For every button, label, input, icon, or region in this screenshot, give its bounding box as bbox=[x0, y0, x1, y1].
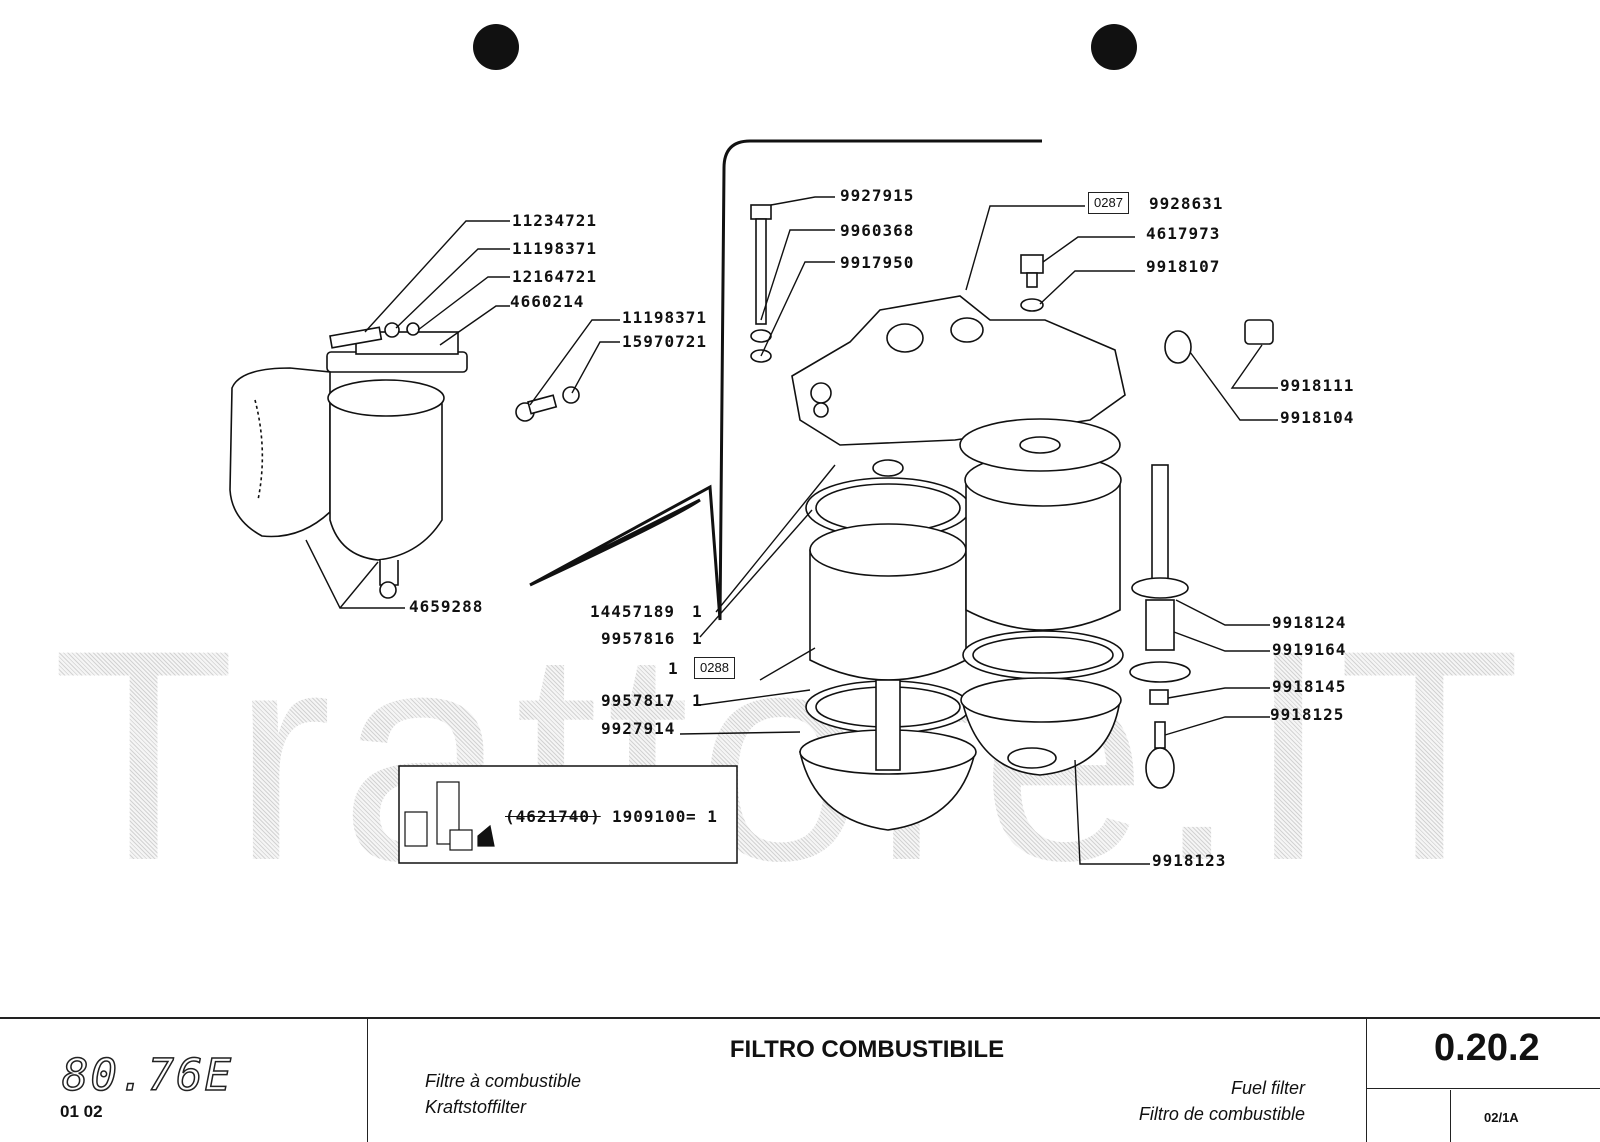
part-number: 9918111 bbox=[1280, 376, 1355, 395]
part-number: 4659288 bbox=[409, 597, 484, 616]
reference-box-0288: 0288 bbox=[694, 657, 735, 679]
part-number: 9927915 bbox=[840, 186, 915, 205]
part-number: 9918124 bbox=[1272, 613, 1347, 632]
part-qty: 1 bbox=[692, 691, 703, 710]
watermark: Trattore.IT bbox=[52, 587, 1530, 923]
title-de: Kraftstoffilter bbox=[425, 1097, 527, 1117]
page-title: FILTRO COMBUSTIBILE bbox=[729, 1036, 1005, 1063]
punch-hole-left bbox=[473, 24, 519, 70]
reference-box-0287: 0287 bbox=[1088, 192, 1129, 214]
part-number: 9919164 bbox=[1272, 640, 1347, 659]
part-number: 11198371 bbox=[622, 308, 708, 327]
title-en: Fuel filter bbox=[1230, 1078, 1305, 1098]
part-number: 9957817 bbox=[601, 691, 676, 710]
series-codes: 01 02 bbox=[60, 1102, 103, 1121]
left-filter-assembly bbox=[229, 322, 580, 599]
model-number: 80.76E bbox=[61, 1049, 233, 1102]
part-number: 4660214 bbox=[510, 292, 585, 311]
kit-old-code: (4621740) bbox=[505, 807, 601, 826]
left-leaders bbox=[305, 220, 620, 609]
part-number: 9928631 bbox=[1149, 194, 1224, 213]
title-fr: Filtre à combustible bbox=[425, 1071, 582, 1091]
part-qty: 1 bbox=[668, 659, 679, 678]
kit-illustration bbox=[404, 781, 495, 851]
main-leaders bbox=[679, 196, 1278, 865]
part-number: 9918107 bbox=[1146, 257, 1221, 276]
divider bbox=[1366, 1088, 1600, 1089]
kit-quantity: = 1 bbox=[686, 807, 718, 826]
part-number: 11198371 bbox=[512, 239, 598, 258]
punch-hole-right bbox=[1091, 24, 1137, 70]
part-number: 9918104 bbox=[1280, 408, 1355, 427]
part-number: 9927914 bbox=[601, 719, 676, 738]
main-filter-assembly bbox=[750, 204, 1274, 831]
page-number: 0.20.2 bbox=[1434, 1027, 1540, 1069]
part-qty: 1 bbox=[692, 629, 703, 648]
divider bbox=[1366, 1019, 1367, 1142]
part-number: 14457189 bbox=[590, 602, 676, 621]
divider bbox=[367, 1019, 368, 1142]
part-number: 11234721 bbox=[512, 211, 598, 230]
part-number: 9957816 bbox=[601, 629, 676, 648]
part-qty: 1 bbox=[692, 602, 703, 621]
part-number: 9918125 bbox=[1270, 705, 1345, 724]
kit-new-code: 1909100 bbox=[612, 807, 687, 826]
title-es: Filtro de combustible bbox=[1138, 1104, 1305, 1124]
detail-outline bbox=[529, 139, 1042, 621]
part-number: 12164721 bbox=[512, 267, 598, 286]
divider bbox=[1450, 1090, 1451, 1142]
part-number: 9917950 bbox=[840, 253, 915, 272]
sheet-code: 02/1A bbox=[1484, 1110, 1519, 1125]
title-block bbox=[0, 1017, 1600, 1142]
part-number: 9918123 bbox=[1152, 851, 1227, 870]
part-number: 15970721 bbox=[622, 332, 708, 351]
part-number: 4617973 bbox=[1146, 224, 1221, 243]
part-number: 9918145 bbox=[1272, 677, 1347, 696]
part-number: 9960368 bbox=[840, 221, 915, 240]
